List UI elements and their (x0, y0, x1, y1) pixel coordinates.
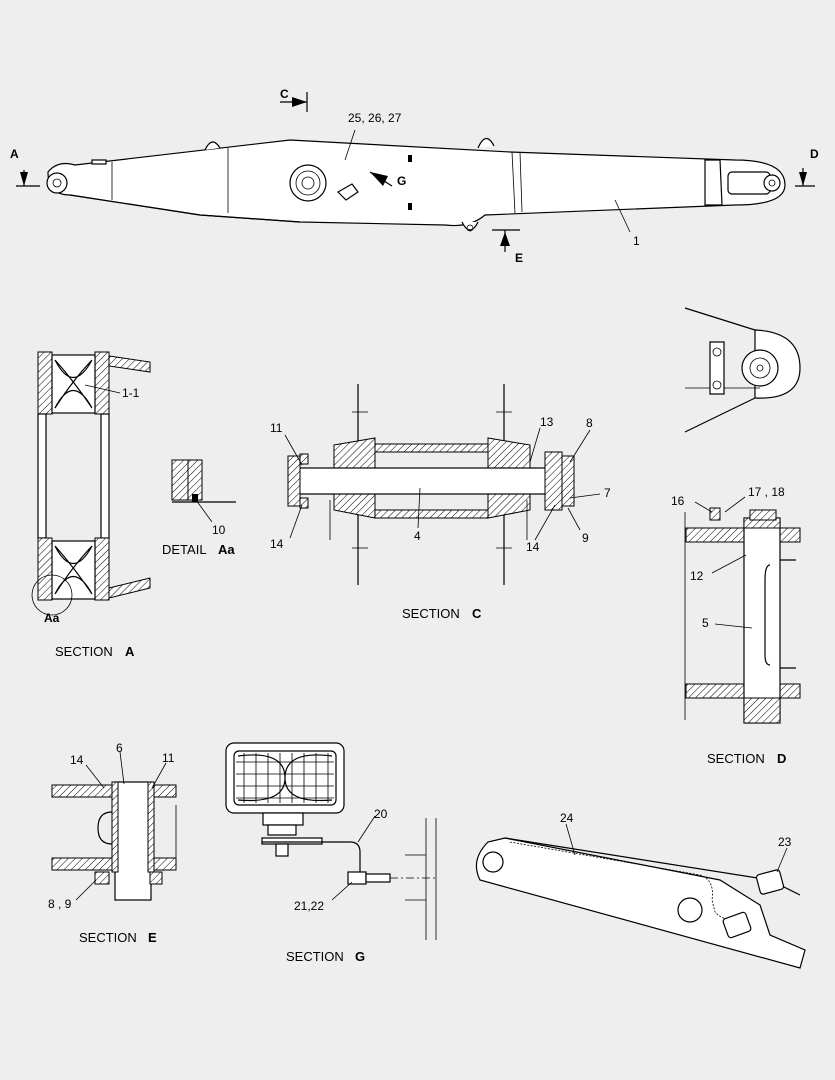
callout-1-1: 1-1 (122, 386, 140, 400)
caption-section-d-letter: D (777, 751, 786, 766)
callout-4: 4 (414, 529, 421, 543)
caption-detail-aa-word: DETAIL (162, 542, 207, 557)
view-marker-g: G (397, 174, 406, 188)
section-d-drawing (684, 496, 801, 724)
caption-section-a-word: SECTION (55, 644, 113, 659)
callout-13: 13 (540, 415, 554, 429)
callout-12: 12 (690, 569, 704, 583)
callout-14-section-c-left: 14 (270, 537, 284, 551)
caption-detail-aa-letters: Aa (218, 542, 235, 557)
callout-16: 16 (671, 494, 685, 508)
boom-main-view (16, 92, 815, 252)
view-marker-c: C (280, 87, 289, 101)
callout-5: 5 (702, 616, 709, 630)
callout-20: 20 (374, 807, 388, 821)
view-marker-aa: Aa (44, 611, 60, 625)
callout-9: 9 (582, 531, 589, 545)
callout-21-22: 21,22 (294, 899, 324, 913)
section-g-drawing (225, 742, 437, 940)
boom-lamps-view (475, 823, 806, 969)
callout-11-section-e: 11 (162, 751, 175, 765)
caption-section-c-word: SECTION (402, 606, 460, 621)
callout-8: 8 (586, 416, 593, 430)
caption-section-d-word: SECTION (707, 751, 765, 766)
view-marker-d: D (810, 147, 819, 161)
detail-aa-drawing (171, 459, 236, 523)
callout-14-section-c-right: 14 (526, 540, 540, 554)
callout-11-section-c: 11 (270, 421, 283, 435)
caption-section-a-letter: A (125, 644, 135, 659)
caption-section-g-letter: G (355, 949, 365, 964)
callout-6: 6 (116, 741, 123, 755)
callout-14-section-e: 14 (70, 753, 84, 767)
boom-end-view (684, 307, 801, 433)
view-marker-a: A (10, 147, 19, 161)
caption-section-e-letter: E (148, 930, 157, 945)
callout-25-26-27: 25, 26, 27 (348, 111, 402, 125)
section-c-drawing (284, 384, 601, 585)
callout-8-9: 8 , 9 (48, 897, 72, 911)
callout-24: 24 (560, 811, 574, 825)
caption-section-g-word: SECTION (286, 949, 344, 964)
callout-17-18: 17 , 18 (748, 485, 785, 499)
caption-section-c-letter: C (472, 606, 482, 621)
view-marker-e: E (515, 251, 523, 265)
callout-23: 23 (778, 835, 792, 849)
callout-10: 10 (212, 523, 226, 537)
caption-section-e-word: SECTION (79, 930, 137, 945)
section-a-drawing (31, 351, 151, 616)
callout-1: 1 (633, 234, 640, 248)
callout-7: 7 (604, 486, 611, 500)
section-e-drawing (51, 751, 177, 901)
